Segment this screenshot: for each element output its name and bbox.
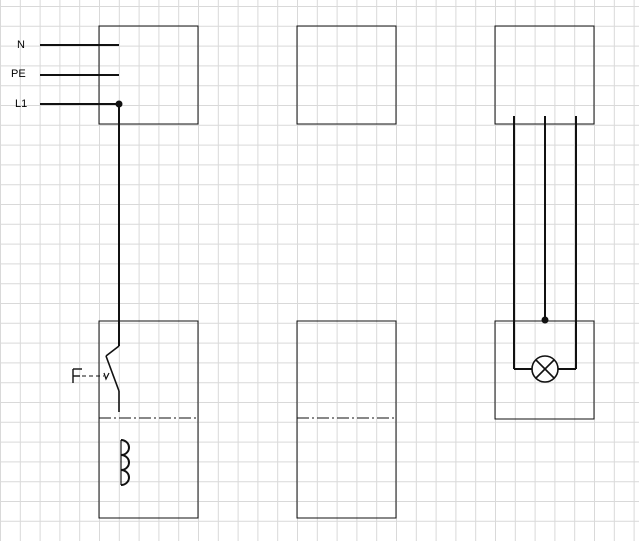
junction-dot-lamp (541, 316, 549, 324)
empty-box (296, 320, 397, 519)
switch-box (98, 320, 199, 519)
junction-box-2 (296, 25, 397, 125)
inductor-coil-icon (120, 439, 130, 486)
label-l1: L1 (15, 98, 28, 110)
lamp-icon (531, 355, 559, 383)
label-n: N (17, 39, 25, 51)
junction-dot-l1 (115, 100, 123, 108)
label-pe: PE (11, 68, 26, 80)
junction-box-3 (494, 25, 595, 125)
manual-switch (72, 345, 120, 412)
